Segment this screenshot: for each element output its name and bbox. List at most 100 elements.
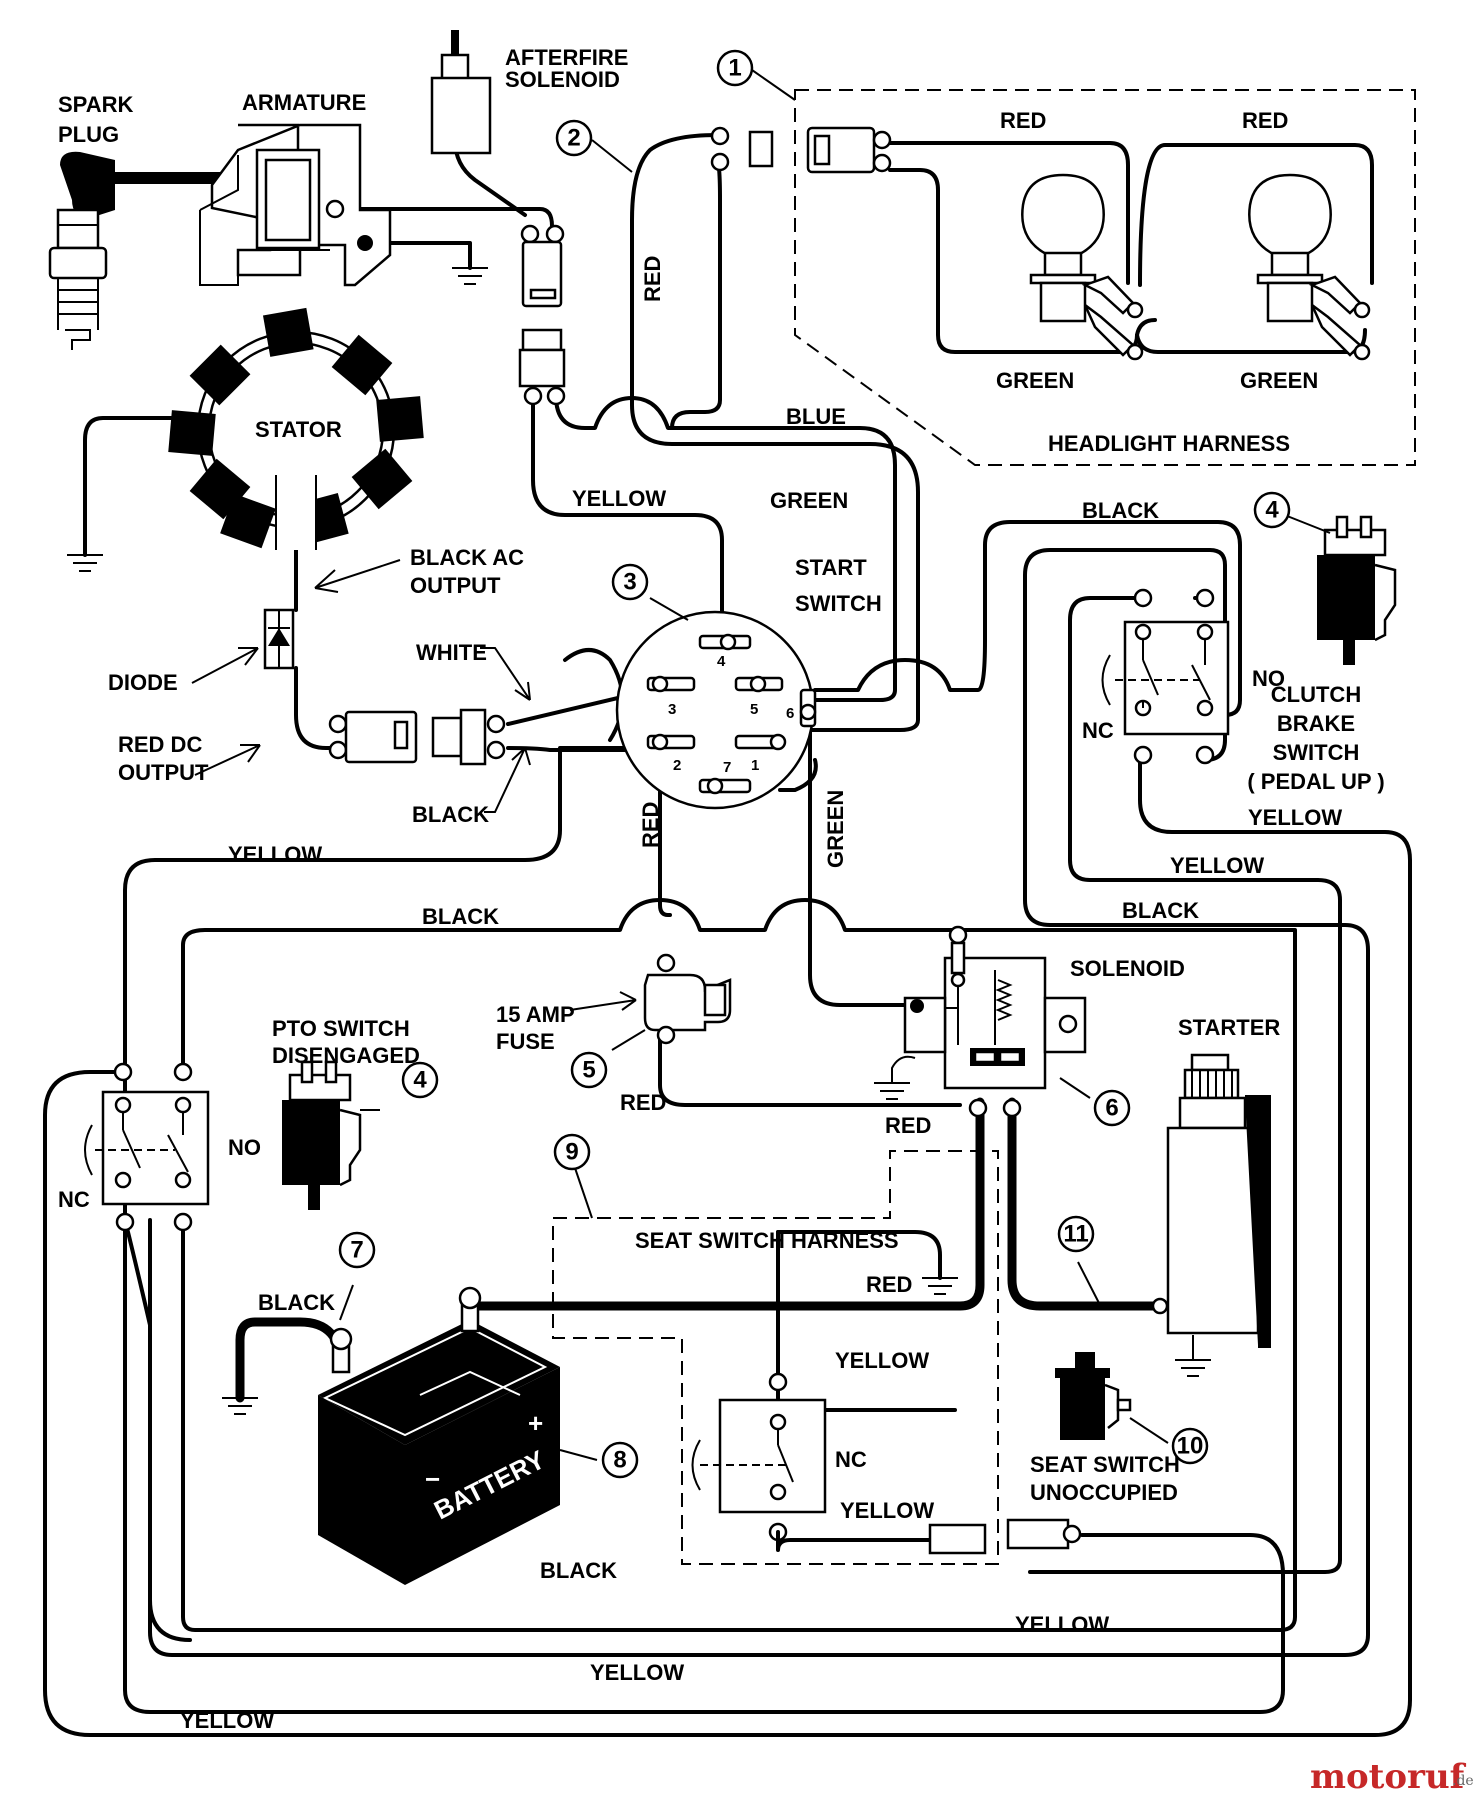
plug-icon [282, 1060, 362, 1210]
wire-label-black-6: BLACK [540, 1558, 617, 1583]
wire-red-fuse [658, 758, 672, 917]
headlight-connector [710, 126, 892, 174]
label-headlight-harness: HEADLIGHT HARNESS [1048, 431, 1290, 456]
ground-icon [222, 1397, 258, 1415]
seat-nc-label: NC [835, 1447, 867, 1472]
wire-green-headlight [554, 394, 897, 702]
wire-label-red-v1: RED [640, 256, 665, 302]
seat-switch-harness [552, 1150, 999, 1565]
wire-label-red-3: RED [620, 1090, 666, 1115]
dc-output-connector [328, 708, 506, 766]
watermark-suffix: .de [1452, 1773, 1474, 1789]
headlight-harness [710, 89, 1416, 466]
wire-label-black-5: BLACK [258, 1290, 335, 1315]
callout-badges: 1 2 3 4 4 5 6 7 8 9 10 11 [338, 49, 1291, 1479]
wire-label-green-3: GREEN [770, 488, 848, 513]
callout-8: 8 [613, 1447, 626, 1474]
wire-red-headlight [630, 133, 920, 732]
wire-label-yellow-3: YELLOW [1248, 805, 1342, 830]
wire-label-black-1: BLACK [1082, 498, 1159, 523]
watermark-logo: motoruf [1310, 1757, 1467, 1797]
wire-black-ss [506, 746, 652, 752]
ss-terminal-5: 5 [750, 701, 758, 718]
wire-label-yellow-4: YELLOW [1170, 853, 1264, 878]
wire-label-blue: BLUE [786, 404, 846, 429]
ss-terminal-1: 1 [751, 757, 759, 774]
wire-seat-yellow-2 [776, 1530, 932, 1552]
wire-ss-short [778, 758, 818, 792]
wire-label-green-v: GREEN [823, 790, 848, 868]
callout-4b: 4 [413, 1067, 427, 1094]
pto-nc-label: NC [58, 1187, 90, 1212]
start-switch[interactable]: 4 3 5 6 2 7 1 [615, 610, 817, 810]
wire-label-yellow-9: YELLOW [180, 1708, 274, 1733]
pto-no-label: NO [228, 1135, 261, 1160]
ss-terminal-4: 4 [717, 653, 726, 670]
callout-5: 5 [582, 1057, 595, 1084]
wire-red-h1 [888, 141, 1130, 285]
armature-icon [199, 123, 392, 287]
fuse-icon [643, 953, 732, 1045]
callout-leaders [191, 69, 1331, 1461]
label-armature: ARMATURE [242, 90, 366, 115]
wire-battery-neg [235, 1317, 346, 1403]
seat-switch-icon [1006, 1352, 1132, 1550]
clutch-no-label: NO [1252, 666, 1285, 691]
callout-10: 10 [1177, 1433, 1204, 1460]
battery-plus: + [528, 1408, 543, 1438]
wire-yellow-clutch [1028, 596, 1342, 1574]
wire-armature-ground [363, 241, 472, 270]
wire-blue-headlight [670, 160, 722, 430]
plug-icon [1317, 515, 1397, 665]
ss-terminal-3: 3 [668, 701, 676, 718]
callout-2: 2 [567, 125, 580, 152]
wires [43, 91, 1412, 1737]
callout-1: 1 [728, 55, 741, 82]
wire-label-red-5: RED [866, 1272, 912, 1297]
wire-yellow-main [43, 758, 1412, 1737]
wire-label-yellow-2: YELLOW [228, 842, 322, 867]
wire-green-h1 [888, 168, 1157, 354]
wire-armature-afterfire [333, 207, 554, 228]
label-seat-harness: SEAT SWITCH HARNESS [635, 1228, 899, 1253]
wire-label-yellow-8: YELLOW [590, 1660, 684, 1685]
wire-black-clutch [813, 520, 1242, 717]
solenoid-icon [903, 925, 1087, 1118]
wire-label-black-4: BLACK [1122, 898, 1199, 923]
wire-label-yellow-1: YELLOW [572, 486, 666, 511]
wire-battery-pos [465, 1097, 985, 1311]
wire-yellow-ss [123, 746, 1285, 1714]
wire-label-black-2: BLACK [412, 802, 489, 827]
wire-seat-yellow-ground [776, 1230, 942, 1280]
battery-minus: − [425, 1464, 440, 1494]
battery-icon: BATTERY + − [318, 1286, 560, 1585]
callout-11: 11 [1063, 1221, 1088, 1248]
stator-icon [168, 307, 424, 550]
spark-plug-icon [48, 151, 225, 350]
bulb-icon [1021, 173, 1144, 361]
label-diode: DIODE [108, 670, 178, 695]
wire-label-black-3: BLACK [422, 904, 499, 929]
watermark: motoruf .de [1310, 1757, 1474, 1797]
wire-red-h2 [1138, 143, 1374, 287]
afterfire-connector [518, 224, 566, 406]
wire-red-dc [294, 666, 340, 750]
wire-label-red-v2: RED [638, 802, 663, 848]
wire-label-red-1: RED [1000, 108, 1046, 133]
wire-label-white: WHITE [416, 640, 487, 665]
clutch-brake-switch [1101, 588, 1230, 765]
wire-stator-ground [83, 416, 217, 557]
callout-6: 6 [1105, 1095, 1118, 1122]
bulb-icon [1248, 173, 1371, 361]
wire-yellow-afterfire [531, 394, 724, 629]
